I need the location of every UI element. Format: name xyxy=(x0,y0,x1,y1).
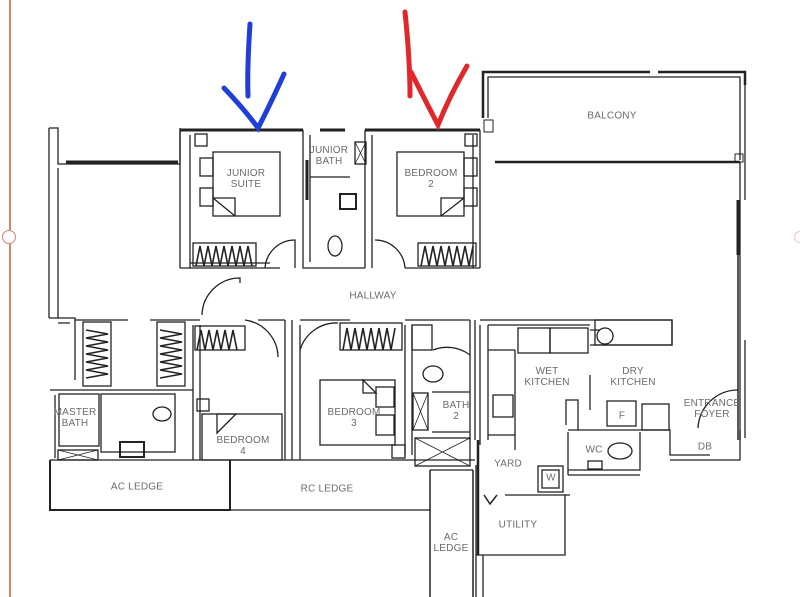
bedroom-2-bed xyxy=(396,133,478,217)
guide-handle-right[interactable] xyxy=(794,231,800,243)
room-label-hallway: HALLWAY xyxy=(349,290,397,302)
room-label-bedroom-2: BEDROOM 2 xyxy=(404,168,458,190)
master-wardrobes xyxy=(82,321,186,387)
room-label-master-bath: MASTER BATH xyxy=(53,407,97,429)
junior-bath-fixtures xyxy=(305,141,367,257)
room-label-ac-ledge-bottom: AC LEDGE xyxy=(433,532,469,554)
balcony-walls xyxy=(481,70,747,164)
ledges xyxy=(49,460,474,597)
room-label-wc: WC xyxy=(585,444,603,456)
bedroom-2-wardrobe xyxy=(417,242,477,267)
room-label-w: W xyxy=(546,472,556,484)
room-label-yard: YARD xyxy=(494,458,522,470)
junior-suite-wardrobe xyxy=(192,242,257,267)
bath-2-fixtures xyxy=(411,324,471,467)
yard-utility-walls xyxy=(475,440,640,597)
room-label-bedroom-4: BEDROOM 4 xyxy=(216,435,270,457)
guide-handle[interactable] xyxy=(2,230,16,244)
vertical-guide-line[interactable] xyxy=(9,0,11,597)
door-arcs-upper xyxy=(201,239,406,316)
room-label-junior-bath: JUNIOR BATH xyxy=(309,145,349,167)
bedroom-3-furniture xyxy=(299,322,406,459)
junior-suite-bed xyxy=(194,133,281,217)
room-label-entrance-foyer: ENTRANCE FOYER xyxy=(683,398,741,420)
room-label-rc-ledge: RC LEDGE xyxy=(300,483,354,495)
room-label-balcony: BALCONY xyxy=(587,110,637,122)
room-label-bath-2: BATH 2 xyxy=(442,400,470,422)
master-bath-fixtures xyxy=(57,393,176,461)
room-label-junior-suite: JUNIOR SUITE xyxy=(226,168,266,190)
kitchen-walls xyxy=(479,85,746,475)
room-label-dry-kitchen: DRY KITCHEN xyxy=(610,366,656,388)
room-label-wet-kitchen: WET KITCHEN xyxy=(524,366,570,388)
room-label-bedroom-3: BEDROOM 3 xyxy=(327,407,381,429)
room-label-db: DB xyxy=(697,441,713,453)
room-label-utility: UTILITY xyxy=(498,519,538,531)
red-arrow-icon xyxy=(402,9,470,131)
room-label-ac-ledge-left: AC LEDGE xyxy=(110,481,164,493)
blue-arrow-icon xyxy=(221,21,287,133)
bedroom-4-furniture xyxy=(194,319,283,461)
room-label-f: F xyxy=(618,410,626,422)
living-walls xyxy=(48,127,181,380)
